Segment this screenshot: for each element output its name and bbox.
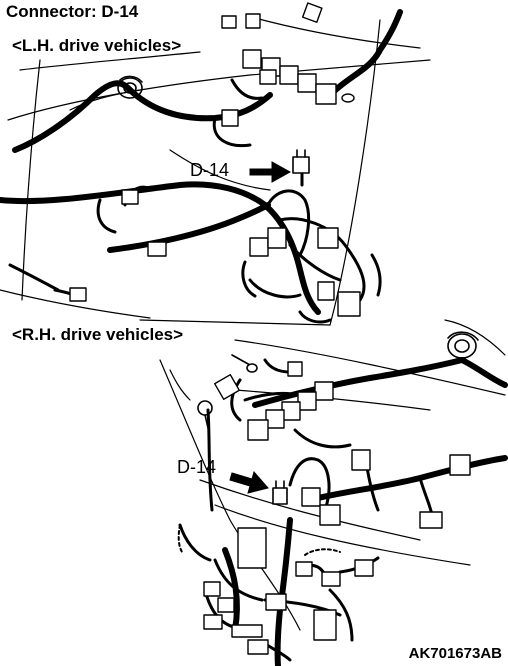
connector-title: Connector: D-14 [6, 2, 139, 21]
rh-ring-terminal [197, 400, 213, 429]
rh-connectors [203, 361, 471, 655]
lh-connectors [69, 2, 361, 317]
lh-drive-view [0, 2, 431, 326]
rh-bolt [231, 354, 258, 373]
rh-drive-view [159, 319, 508, 666]
lh-callout-arrow [249, 161, 292, 183]
lh-branch-wires [8, 78, 382, 324]
rh-main-harness [222, 357, 508, 666]
rh-d14-callout: D-14 [177, 457, 217, 477]
rh-dashed-wires [177, 524, 341, 556]
figure-code: AK701673AB [408, 645, 502, 662]
rh-panel-outline [159, 319, 506, 631]
lh-d14-callout: D-14 [190, 160, 230, 180]
lh-main-harness [0, 9, 403, 315]
lh-drive-label: <L.H. drive vehicles> [12, 36, 182, 55]
rh-grommet [447, 331, 479, 359]
rh-d14-connector [272, 480, 288, 505]
rh-drive-label: <R.H. drive vehicles> [12, 325, 184, 344]
lh-d14-connector [292, 149, 310, 174]
rh-callout-arrow [229, 470, 269, 494]
